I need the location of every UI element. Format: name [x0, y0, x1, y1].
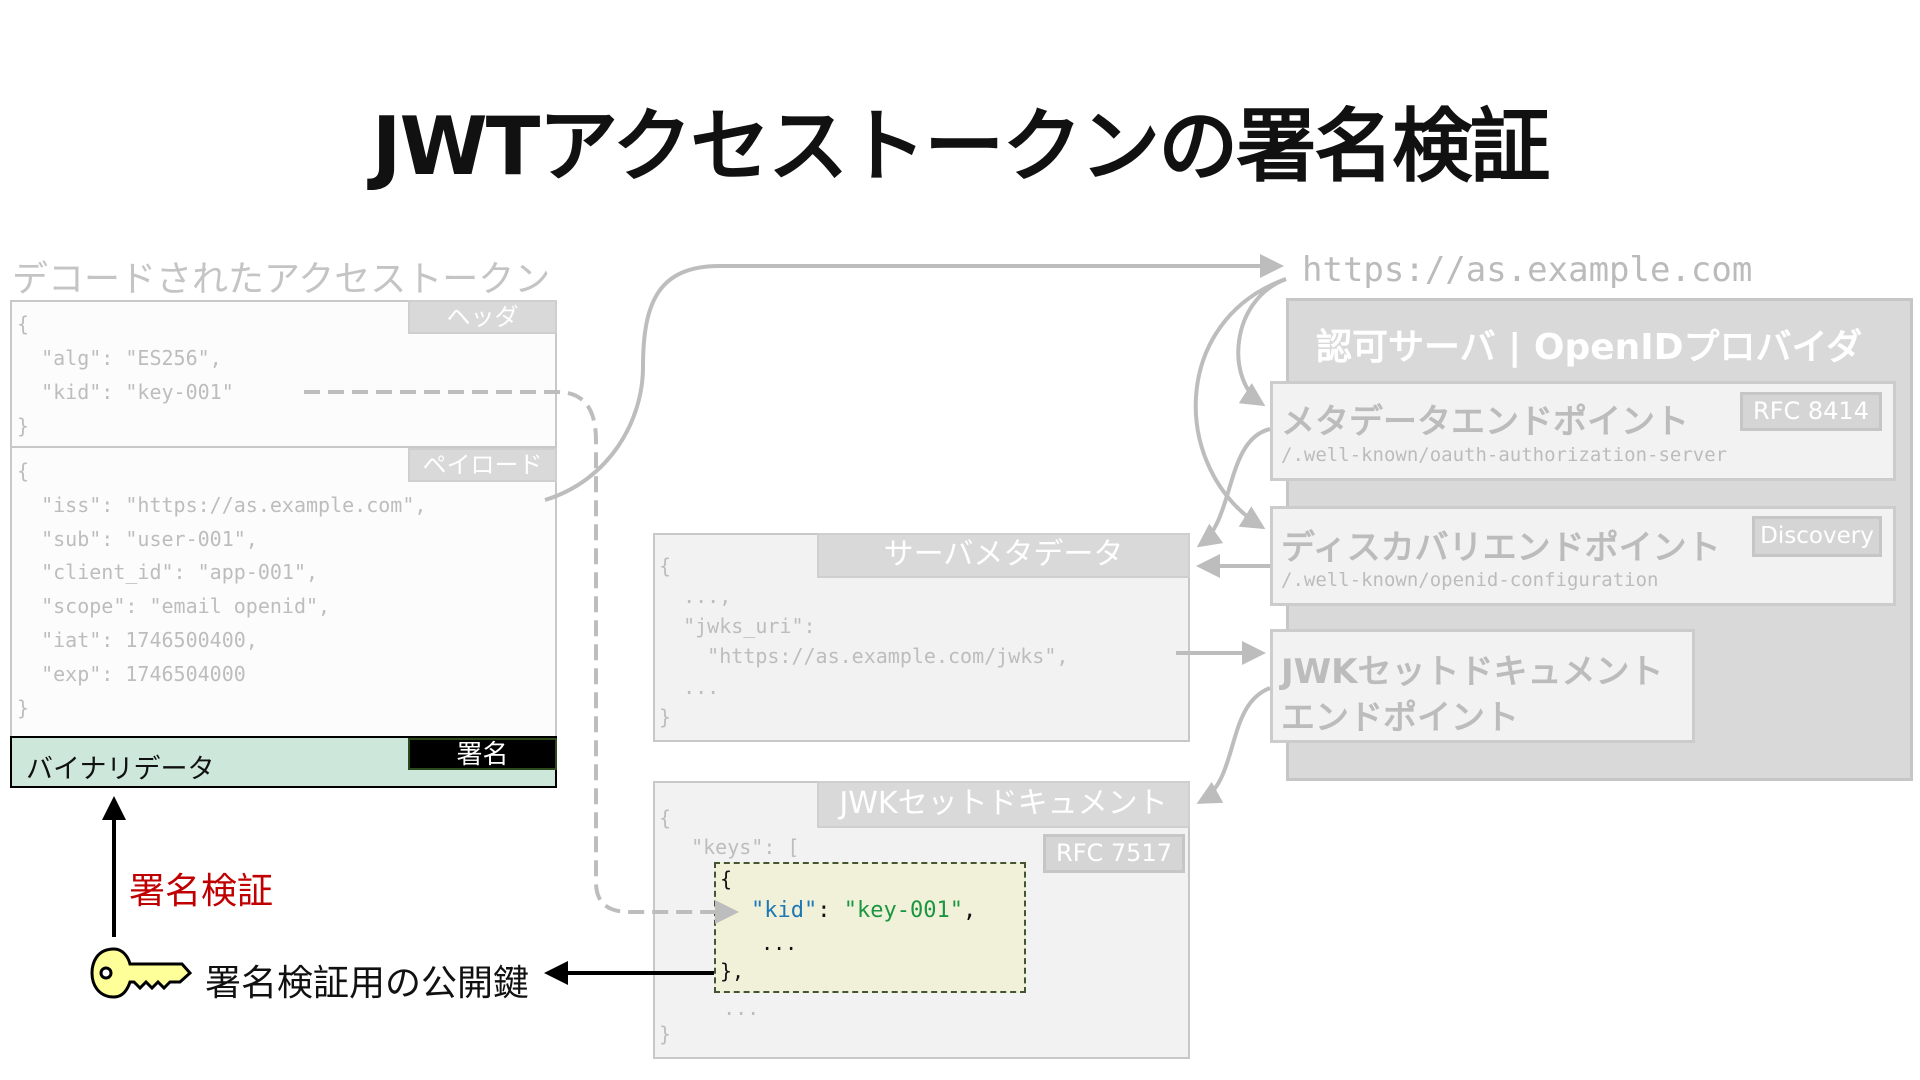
code-line: "iss": "https://as.example.com",	[17, 492, 427, 517]
metadata-to-server-metadata-arrow	[1196, 427, 1271, 548]
jwks-endpoint[interactable]: JWKセットドキュメント エンドポイント	[1270, 629, 1695, 743]
kid-sep: :	[817, 898, 844, 923]
jwk-keys-line: "keys": [	[667, 835, 800, 859]
key-ellipsis: ...	[737, 931, 798, 955]
code-line: {	[17, 312, 30, 336]
discovery-endpoint-path: /.well-known/openid-configuration	[1281, 569, 1659, 591]
discovery-endpoint-title: ディスカバリエンドポイント	[1281, 528, 1721, 568]
code-line: {	[17, 459, 30, 483]
signature-value: バイナリデータ	[26, 754, 215, 785]
code-line: "jwks_uri":	[659, 614, 816, 638]
header-tag: ヘッダ	[408, 300, 557, 334]
matching-key-highlight	[714, 862, 1026, 993]
key-icon	[90, 947, 193, 999]
kid-value: "key-001"	[843, 898, 963, 923]
signature-tag: 署名	[408, 738, 557, 770]
code-line: "kid": "key-001"	[17, 380, 234, 404]
code-line: ...	[659, 675, 720, 699]
code-line: }	[17, 414, 30, 438]
header-json: { "alg": "ES256", "kid": "key-001" }	[17, 314, 234, 450]
metadata-endpoint-path: /.well-known/oauth-authorization-server	[1281, 444, 1728, 466]
code-line: "scope": "email openid",	[17, 594, 331, 619]
jwk-open: {	[659, 806, 672, 830]
metadata-endpoint-title: メタデータエンドポイント	[1281, 402, 1689, 442]
server-metadata-json: { ..., "jwks_uri": "https://as.example.c…	[659, 556, 1068, 737]
code-line: {	[659, 554, 672, 578]
kid-key: "kid"	[751, 898, 818, 923]
decoded-token-label: デコードされたアクセストークン	[12, 259, 551, 300]
code-line: }	[659, 705, 672, 729]
verify-label: 署名検証	[129, 871, 274, 912]
code-line: ...,	[659, 584, 732, 608]
discovery-tag: Discovery	[1752, 516, 1882, 557]
public-key-label: 署名検証用の公開鍵	[205, 963, 530, 1004]
server-title: 認可サーバ | OpenIDプロバイダ	[1316, 327, 1863, 368]
code-line: "https://as.example.com/jwks",	[659, 644, 1069, 668]
jwk-more: ...	[699, 996, 760, 1020]
code-line: "exp": 1746504000	[17, 661, 246, 686]
code-line: }	[17, 695, 30, 720]
kid-comma: ,	[962, 898, 977, 923]
code-line: "sub": "user-001",	[17, 526, 258, 551]
code-line: "alg": "ES256",	[17, 346, 222, 370]
server-metadata-tag: サーバメタデータ	[817, 533, 1190, 578]
jwk-set-tag: JWKセットドキュメント	[817, 781, 1190, 828]
key-close: },	[720, 959, 745, 983]
payload-tag: ペイロード	[408, 448, 557, 482]
page-title: JWTアクセストークンの署名検証	[371, 100, 1551, 193]
jwks-endpoint-title-1: JWKセットドキュメント	[1281, 652, 1664, 692]
kid-line: "kid": "key-001",	[751, 900, 976, 922]
jwk-close: }	[659, 1022, 672, 1046]
rfc8414-tag: RFC 8414	[1740, 392, 1882, 431]
iss-to-url-arrow	[544, 254, 1284, 502]
jwks-endpoint-to-document-arrow	[1196, 686, 1271, 804]
key-open: {	[720, 867, 733, 891]
payload-json: { "iss": "https://as.example.com", "sub"…	[17, 461, 426, 731]
code-line: "client_id": "app-001",	[17, 560, 319, 585]
rfc7517-tag: RFC 7517	[1043, 834, 1185, 873]
code-line: "iat": 1746500400,	[17, 627, 258, 652]
issuer-url: https://as.example.com	[1302, 250, 1753, 290]
jwks-endpoint-title-2: エンドポイント	[1281, 698, 1519, 738]
